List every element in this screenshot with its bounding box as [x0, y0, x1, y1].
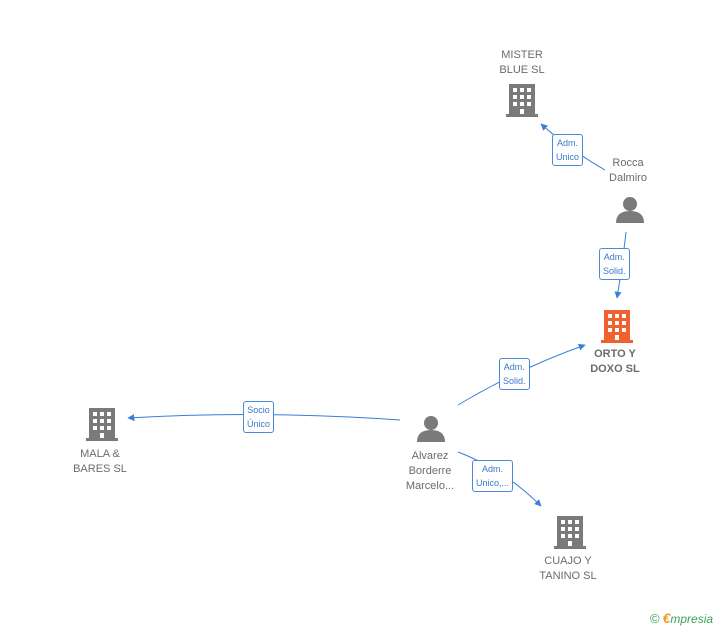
building-icon[interactable] [506, 84, 538, 117]
edge-label-adm-unico: Adm. Unico,... [472, 460, 514, 492]
empresia-logo: ©€mpresia [650, 610, 713, 626]
node-label-alvarez[interactable]: Alvarez Borderre Marcelo... [405, 450, 455, 492]
edge-label-adm-solid: Adm. Solid. [499, 358, 530, 390]
building-icon[interactable] [86, 408, 118, 441]
brand-name: mpresia [670, 612, 714, 626]
person-icon[interactable] [417, 416, 445, 442]
copyright-symbol: © [650, 611, 660, 626]
edge-label-socio-unico: Socio Único [243, 401, 275, 433]
node-label-orto[interactable]: ORTO Y DOXO SL [590, 348, 640, 375]
euro-mark: € [662, 610, 671, 626]
edge-label-adm-solid: Adm. Solid. [599, 248, 630, 280]
building-icon[interactable] [601, 310, 633, 343]
node-label-mister-blue[interactable]: MISTER BLUE SL [499, 49, 545, 76]
person-icon[interactable] [616, 197, 644, 223]
edge-label-adm-unico: Adm. Unico [552, 134, 584, 166]
node-label-rocca[interactable]: Rocca Dalmiro [609, 157, 647, 184]
node-label-cuajo[interactable]: CUAJO Y TANINO SL [539, 555, 597, 582]
node-label-mala[interactable]: MALA & BARES SL [73, 448, 127, 475]
building-icon[interactable] [554, 516, 586, 549]
